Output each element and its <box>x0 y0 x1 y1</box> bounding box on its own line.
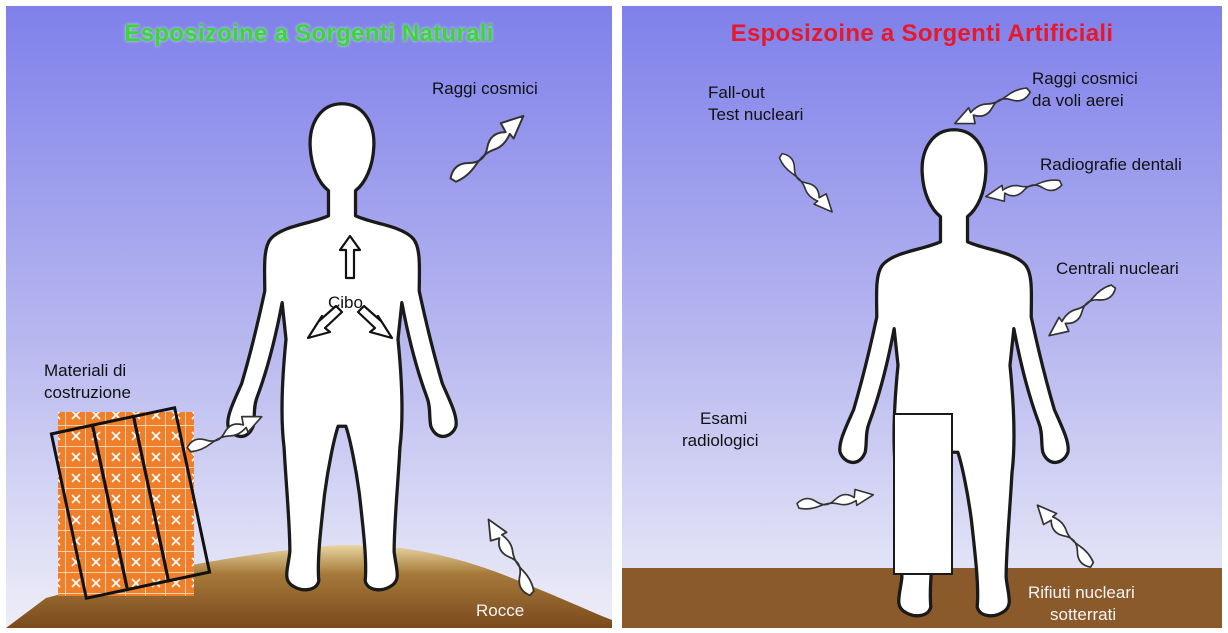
waste-label-line2: sotterrati <box>1050 604 1116 626</box>
waste-label-line1: Rifiuti nucleari <box>1028 582 1135 604</box>
fallout-label-line1: Fall-out <box>708 82 765 104</box>
food-label: Cibo <box>328 292 363 314</box>
plants-label: Centrali nucleari <box>1056 258 1179 280</box>
artificial-sources-title: Esposizoine a Sorgenti Artificiali <box>622 20 1222 48</box>
fallout-label-line2: Test nucleari <box>708 104 803 126</box>
cosmic-rays-label: Raggi cosmici <box>432 78 538 100</box>
exams-label-line2: radiologici <box>682 430 759 452</box>
building-materials-label-line2: costruzione <box>44 382 131 404</box>
artificial-sources-panel: Esposizoine a Sorgenti Artificiali Fall-… <box>622 6 1222 628</box>
rocks-label: Rocce <box>476 600 524 622</box>
brick-wall <box>51 408 209 599</box>
building-materials-label-line1: Materiali di <box>44 360 126 382</box>
dental-label: Radiografie dentali <box>1040 154 1182 176</box>
exams-label-line1: Esami <box>700 408 747 430</box>
flights-label-line1: Raggi cosmici <box>1032 68 1138 90</box>
flights-label-line2: da voli aerei <box>1032 90 1124 112</box>
leg-xray-highlight <box>894 414 952 574</box>
natural-sources-panel: Esposizoine a Sorgenti Naturali Raggi co… <box>6 6 612 628</box>
natural-sources-title: Esposizoine a Sorgenti Naturali <box>6 20 612 48</box>
